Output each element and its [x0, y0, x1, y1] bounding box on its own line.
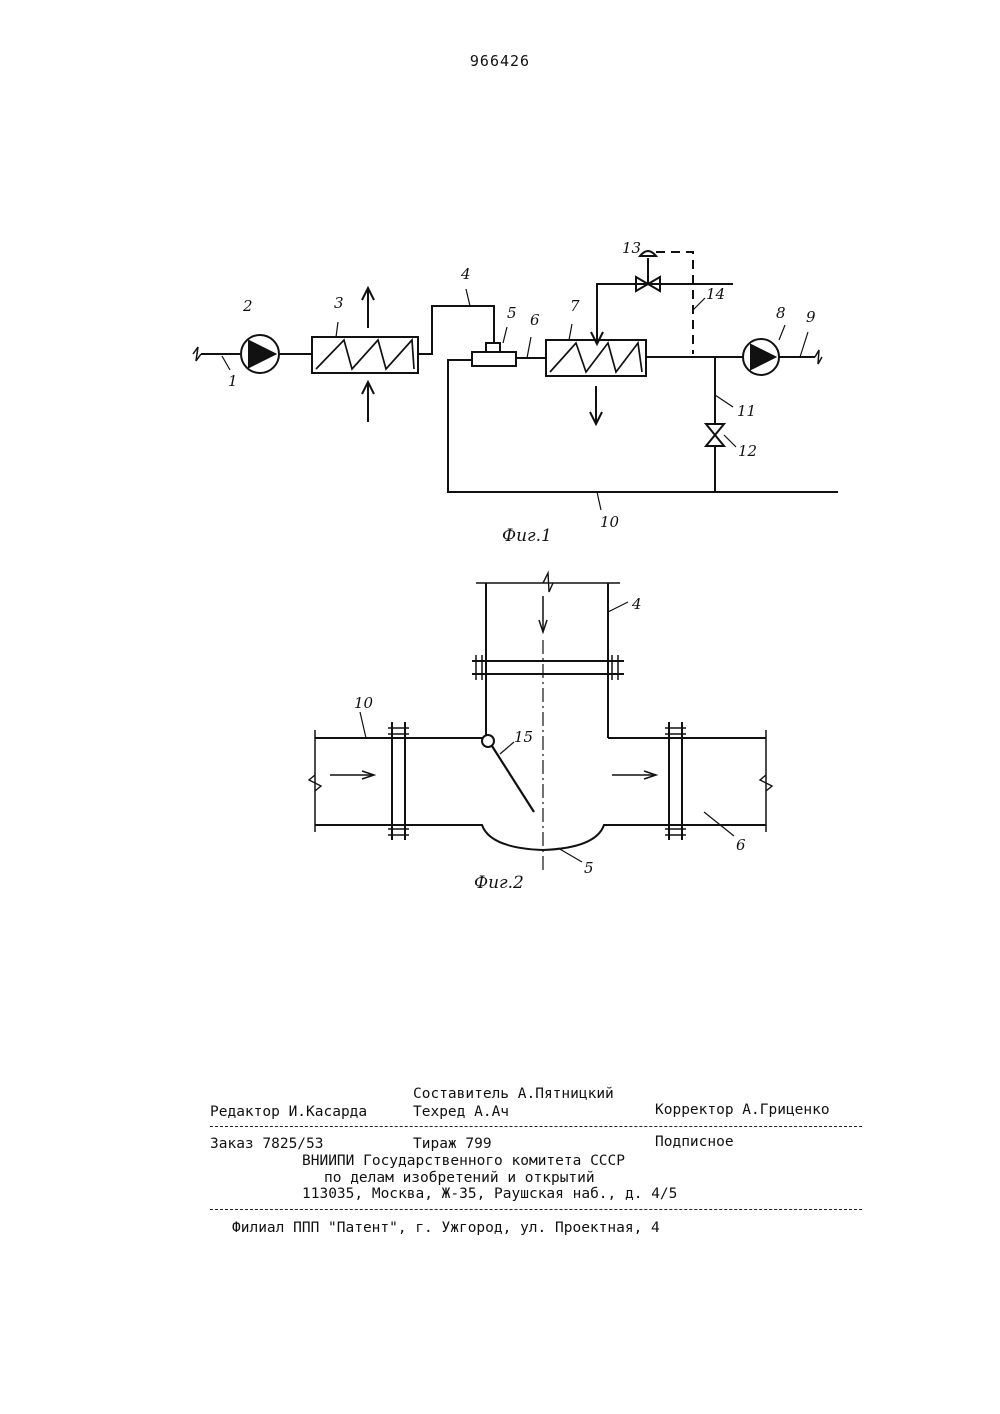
label-5: 5: [507, 304, 517, 322]
fig2-label-6: 6: [736, 836, 746, 854]
imprint-circulation: Тираж 799: [413, 1136, 492, 1152]
pump-2-triangle: [249, 341, 275, 367]
imprint-order: Заказ 7825/53: [210, 1136, 324, 1152]
label-2: 2: [242, 297, 253, 315]
imprint-org-line2: по делам изобретений и открытий: [324, 1170, 595, 1186]
imprint-org-line1: ВНИИПИ Государственного комитета СССР: [302, 1153, 625, 1169]
label-13: 13: [622, 239, 641, 257]
label-1: 1: [228, 372, 238, 390]
dashed-rule-bottom: [210, 1209, 862, 1210]
mixer-chamber-5: [315, 825, 766, 850]
fig2-label-5: 5: [584, 859, 594, 877]
figure-1-schematic: [193, 251, 838, 510]
figure-2-labels: 4 10 15 6 5 Фиг.2: [354, 595, 746, 893]
imprint-org-address: 113035, Москва, Ж-35, Раушская наб., д. …: [302, 1186, 677, 1202]
imprint-techred: Техред А.Ач: [413, 1104, 509, 1120]
imprint-editor: Редактор И.Касарда: [210, 1104, 367, 1120]
label-12: 12: [738, 442, 757, 460]
label-10: 10: [600, 513, 620, 531]
imprint-compiler: Составитель А.Пятницкий: [413, 1086, 614, 1102]
label-7: 7: [570, 297, 580, 315]
flap-15: [492, 746, 534, 812]
flap-hinge-icon: [482, 735, 494, 747]
figure-2-mixer-detail: [309, 573, 772, 870]
label-9: 9: [806, 308, 816, 326]
label-6: 6: [530, 311, 540, 329]
bypass-line-10: [448, 360, 838, 492]
figure-1-labels: 1 2 3 4 5 6 7 8 9 10 11 12 13 14 Фиг.1: [228, 239, 816, 546]
label-3: 3: [334, 294, 344, 312]
label-8: 8: [776, 304, 786, 322]
fig2-label-10: 10: [354, 694, 374, 712]
mixer-5: [472, 352, 516, 366]
label-4: 4: [460, 265, 471, 283]
figure-2-caption: Фиг.2: [474, 873, 524, 893]
dashed-rule-top: [210, 1126, 862, 1127]
imprint-corrector: Корректор А.Гриценко: [655, 1102, 830, 1118]
fig2-label-4: 4: [631, 595, 642, 613]
fig2-label-15: 15: [514, 728, 533, 746]
label-14: 14: [706, 285, 725, 303]
label-11: 11: [737, 402, 756, 420]
imprint-subscription: Подписное: [655, 1134, 734, 1150]
imprint-branch: Филиал ППП "Патент", г. Ужгород, ул. Про…: [232, 1220, 660, 1236]
valve-13-actuator-icon: [640, 251, 656, 256]
pipe-break-icon: [193, 347, 201, 361]
figure-1-caption: Фиг.1: [502, 526, 552, 546]
control-line-14: [656, 252, 693, 354]
